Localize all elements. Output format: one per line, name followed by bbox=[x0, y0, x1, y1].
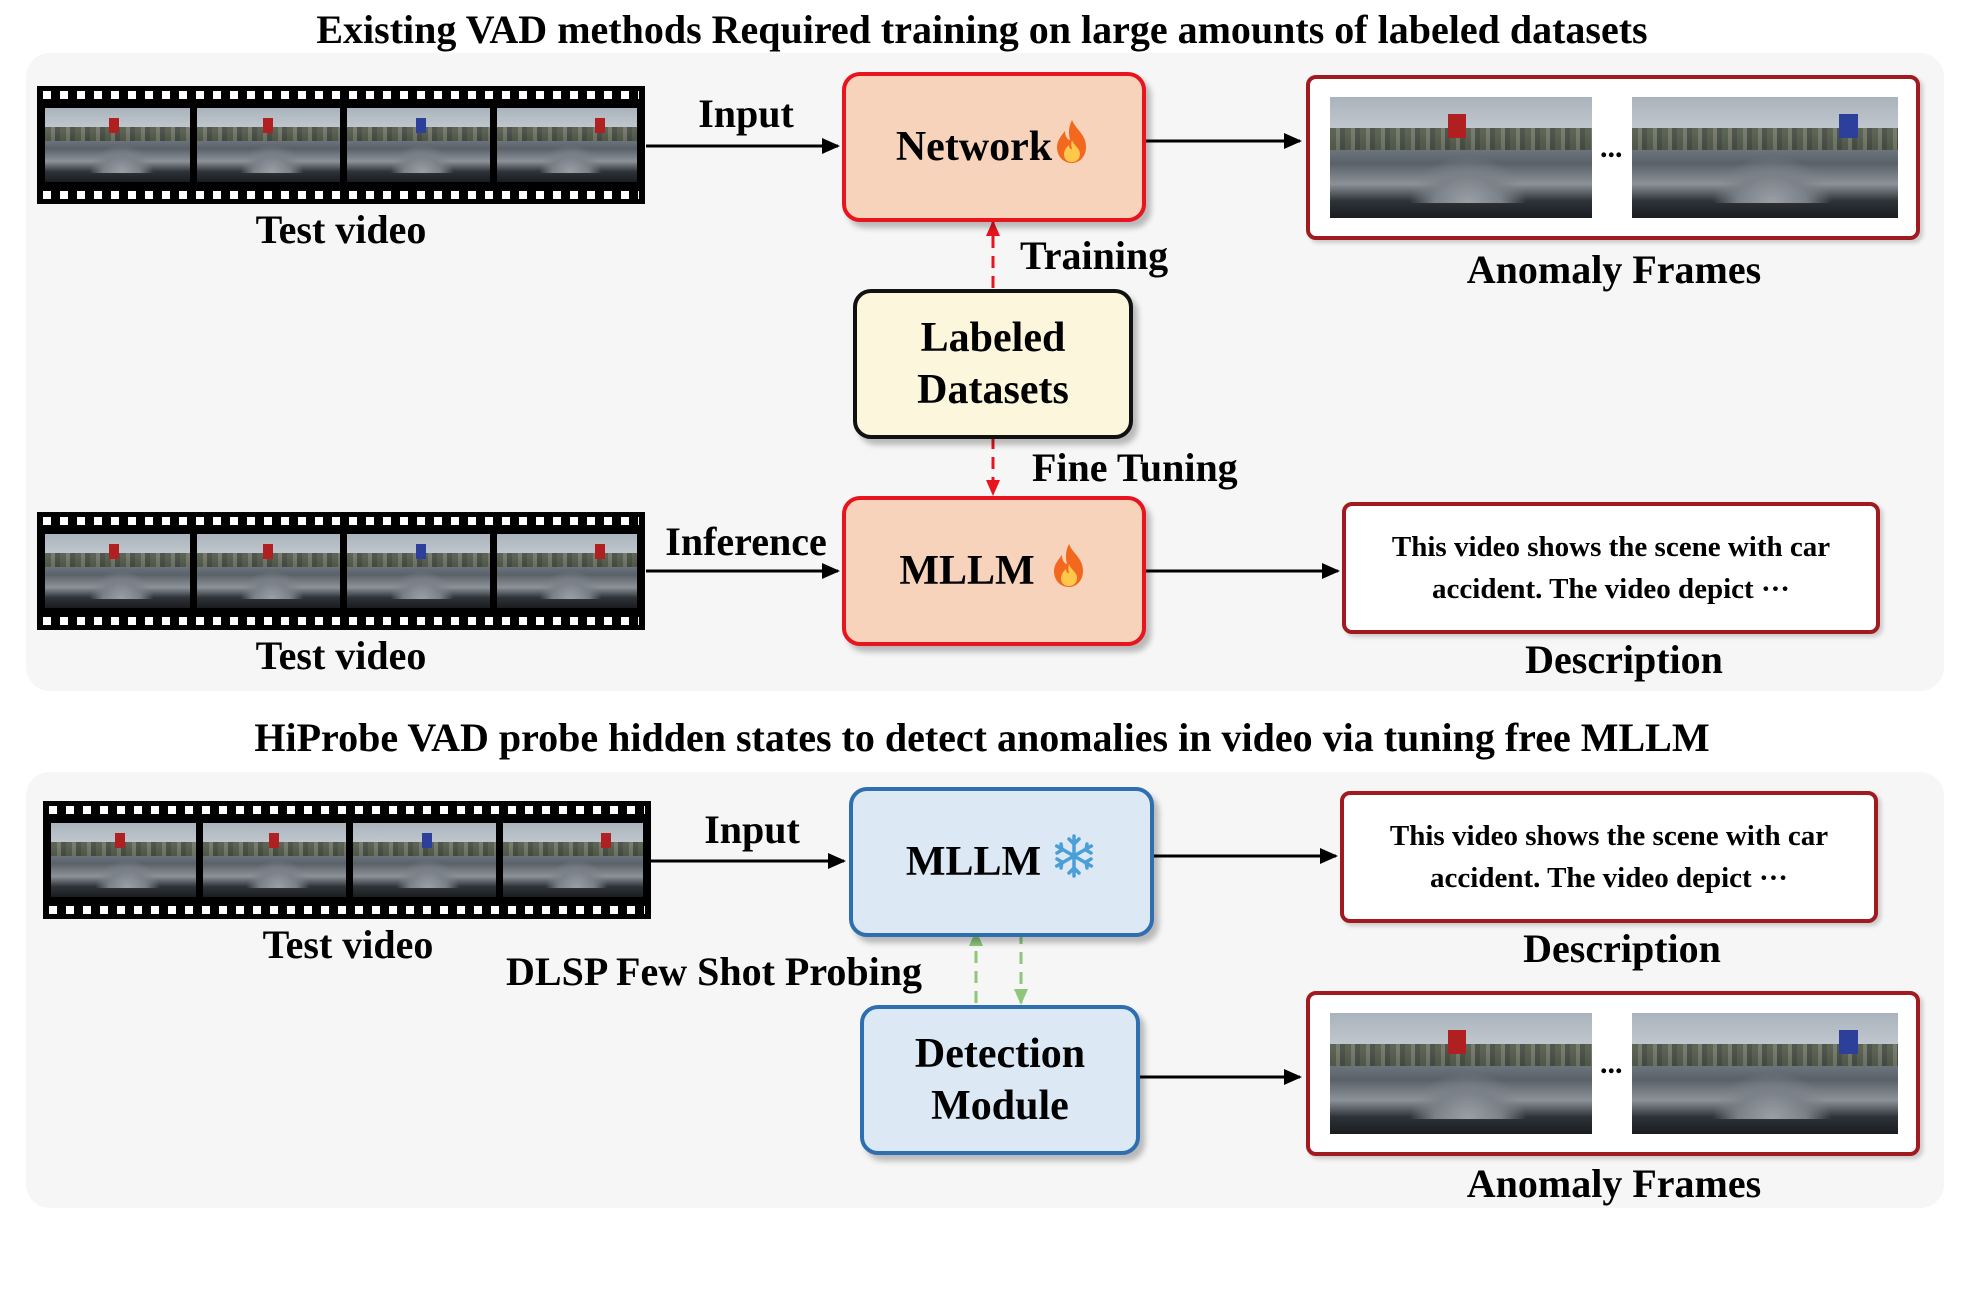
video-frame bbox=[497, 108, 637, 182]
video-frame bbox=[45, 108, 190, 182]
detection-module-line1: Detection bbox=[914, 1031, 1086, 1077]
anomaly-frame-thumbnail bbox=[1632, 97, 1898, 218]
anomaly-frames-box: ... bbox=[1306, 991, 1920, 1156]
video-frame bbox=[51, 823, 196, 897]
labeled-datasets-line2: Datasets bbox=[917, 367, 1069, 413]
anomaly-frame-thumbnail bbox=[1632, 1013, 1898, 1134]
test-video-label: Test video bbox=[262, 922, 434, 967]
top-panel-title: Existing VAD methods Required training o… bbox=[316, 7, 1648, 52]
video-frame bbox=[503, 823, 643, 897]
video-frame bbox=[203, 823, 346, 897]
video-frame bbox=[497, 534, 637, 608]
network-box: Network bbox=[842, 72, 1146, 222]
video-frame bbox=[45, 534, 190, 608]
anomaly-frames-label: Anomaly Frames bbox=[1466, 247, 1762, 292]
video-frame bbox=[197, 534, 340, 608]
snowflake-icon bbox=[1051, 833, 1097, 892]
description-line1: This video shows the scene with car bbox=[1391, 531, 1831, 563]
description-label: Description bbox=[1523, 926, 1721, 971]
fire-icon bbox=[1052, 118, 1092, 177]
anomaly-frame-thumbnail bbox=[1330, 97, 1592, 218]
description-box: This video shows the scene with car acci… bbox=[1340, 791, 1878, 923]
probing-label: DLSP Few Shot Probing bbox=[506, 949, 922, 994]
video-frame bbox=[197, 108, 340, 182]
network-box-label: Network bbox=[895, 124, 1053, 170]
detection-module-line2: Module bbox=[931, 1083, 1069, 1129]
anomaly-frames-box: ... bbox=[1306, 75, 1920, 240]
detection-module-box: Detection Module bbox=[860, 1005, 1140, 1155]
video-frame bbox=[347, 108, 490, 182]
test-video-filmstrip bbox=[37, 512, 645, 630]
video-frame bbox=[353, 823, 496, 897]
anomaly-frames-label: Anomaly Frames bbox=[1466, 1161, 1762, 1206]
description-box: This video shows the scene with car acci… bbox=[1342, 502, 1880, 634]
mllm-trainable-box: MLLM bbox=[842, 496, 1146, 646]
test-video-label: Test video bbox=[255, 207, 427, 252]
bottom-panel-title: HiProbe VAD probe hidden states to detec… bbox=[254, 715, 1710, 760]
ellipsis: ... bbox=[1600, 131, 1623, 164]
input-label: Input bbox=[704, 807, 800, 852]
mllm-box-label: MLLM bbox=[905, 839, 1042, 885]
video-frame bbox=[347, 534, 490, 608]
anomaly-frame-thumbnail bbox=[1330, 1013, 1592, 1134]
training-label: Training bbox=[1020, 233, 1169, 278]
description-label: Description bbox=[1525, 637, 1723, 682]
description-line2: accident. The video depict ··· bbox=[1430, 862, 1788, 894]
input-label: Input bbox=[698, 91, 794, 136]
labeled-datasets-box: Labeled Datasets bbox=[853, 289, 1133, 439]
inference-label: Inference bbox=[665, 519, 827, 564]
test-video-filmstrip bbox=[43, 801, 651, 919]
ellipsis: ... bbox=[1600, 1047, 1623, 1080]
mllm-frozen-box: MLLM bbox=[849, 787, 1154, 937]
test-video-filmstrip bbox=[37, 86, 645, 204]
fine-tuning-label: Fine Tuning bbox=[1032, 445, 1238, 490]
labeled-datasets-line1: Labeled bbox=[920, 315, 1066, 361]
mllm-box-label: MLLM bbox=[899, 548, 1035, 594]
test-video-label: Test video bbox=[255, 633, 427, 678]
fire-icon bbox=[1049, 542, 1089, 601]
description-line2: accident. The video depict ··· bbox=[1432, 573, 1790, 605]
description-line1: This video shows the scene with car bbox=[1389, 820, 1829, 852]
